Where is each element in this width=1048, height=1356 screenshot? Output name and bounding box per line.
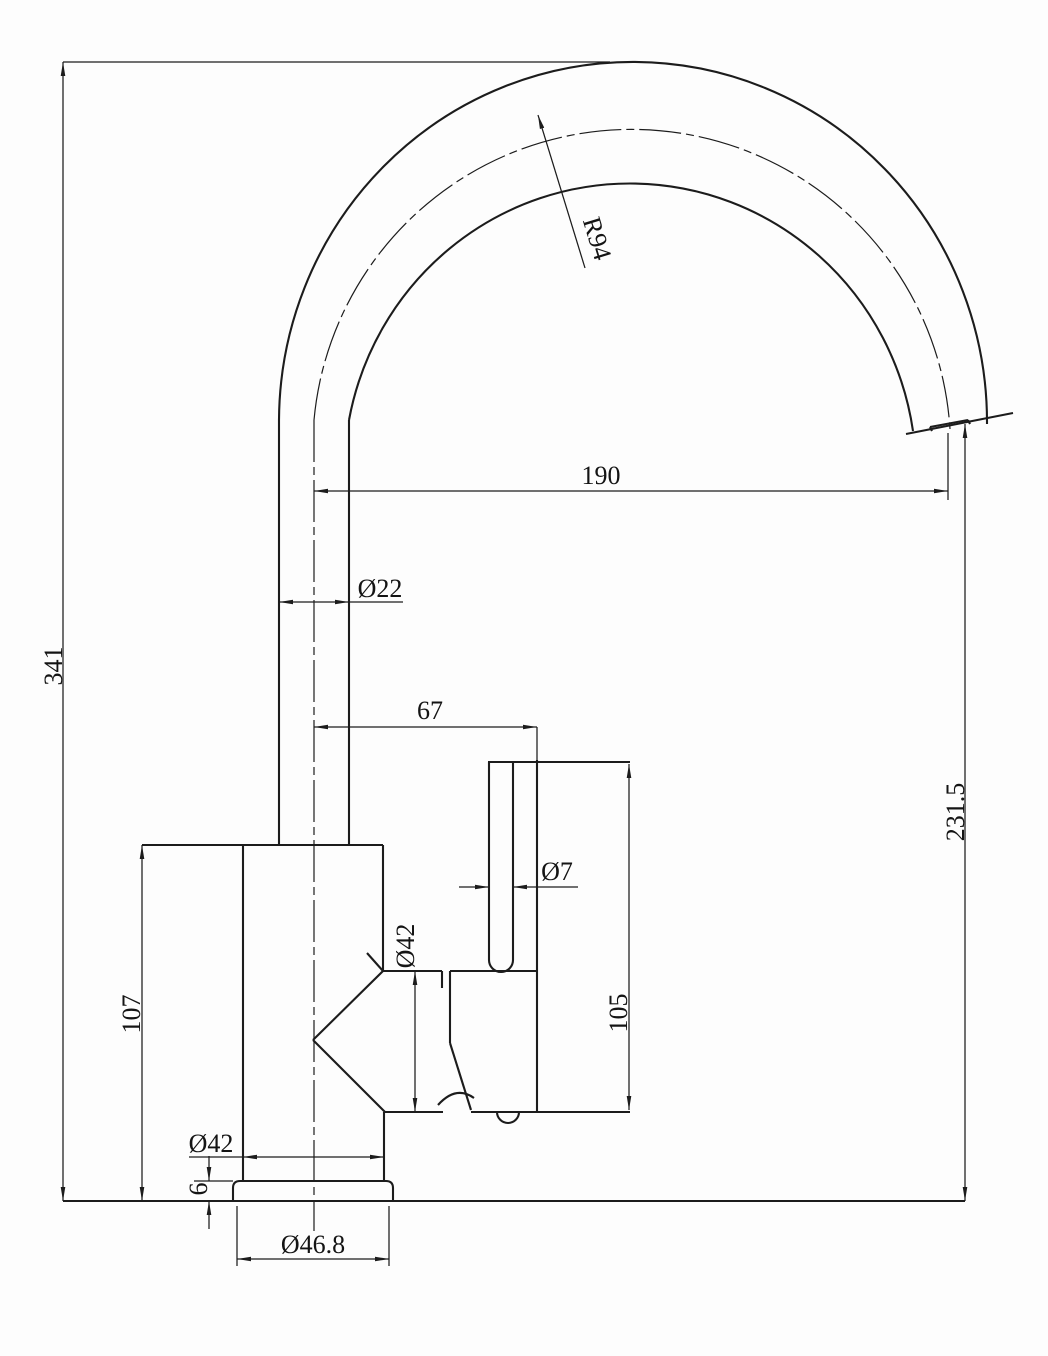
dim-label-outlet-height: 231.5	[941, 783, 970, 842]
dim-label-pipe-diameter: Ø22	[358, 574, 403, 603]
dim-label-bend-radius: R94	[577, 214, 617, 264]
spout-outer-arc	[277, 60, 989, 425]
cartridge-cone-lower	[312, 1039, 386, 1113]
base-plate	[231, 1179, 395, 1201]
dim-label-body-diameter: Ø42	[189, 1129, 234, 1158]
spout-aerator-stub-right	[967, 419, 971, 425]
dim-label-base-diameter: Ø46.8	[281, 1230, 345, 1259]
spout-aerator-stub-left	[929, 426, 933, 432]
dim-label-overall-height: 341	[39, 647, 68, 686]
dim-label-spout-reach: 190	[582, 461, 621, 490]
spout-outlet-face	[905, 411, 1014, 436]
faucet-outline	[63, 60, 1014, 1203]
spout-centerline-arc	[313, 128, 951, 430]
dim-label-lever-offset: 67	[417, 696, 443, 725]
spout-inner-arc	[347, 182, 915, 432]
handle-dome-button	[495, 1111, 521, 1124]
dim-label-plate-thickness: 6	[184, 1183, 213, 1196]
dim-label-cartridge-diameter: Ø42	[391, 924, 420, 969]
lever-rod-socket-arc	[487, 959, 515, 974]
handle-tilt-edge	[448, 1042, 473, 1111]
dimensions: 341 107 190 231.5 R94 Ø22 67 Ø7 Ø42 105	[39, 61, 970, 1266]
centerlines	[313, 128, 951, 1231]
dim-label-handle-height: 105	[604, 994, 633, 1033]
dim-label-body-height: 107	[117, 995, 146, 1034]
leader-line-bend-radius	[537, 114, 586, 269]
cartridge-cone-upper	[312, 970, 384, 1041]
dim-label-rod-diameter: Ø7	[541, 857, 573, 886]
body-chamfer	[366, 952, 384, 972]
handle-swing-arc	[437, 1091, 475, 1106]
